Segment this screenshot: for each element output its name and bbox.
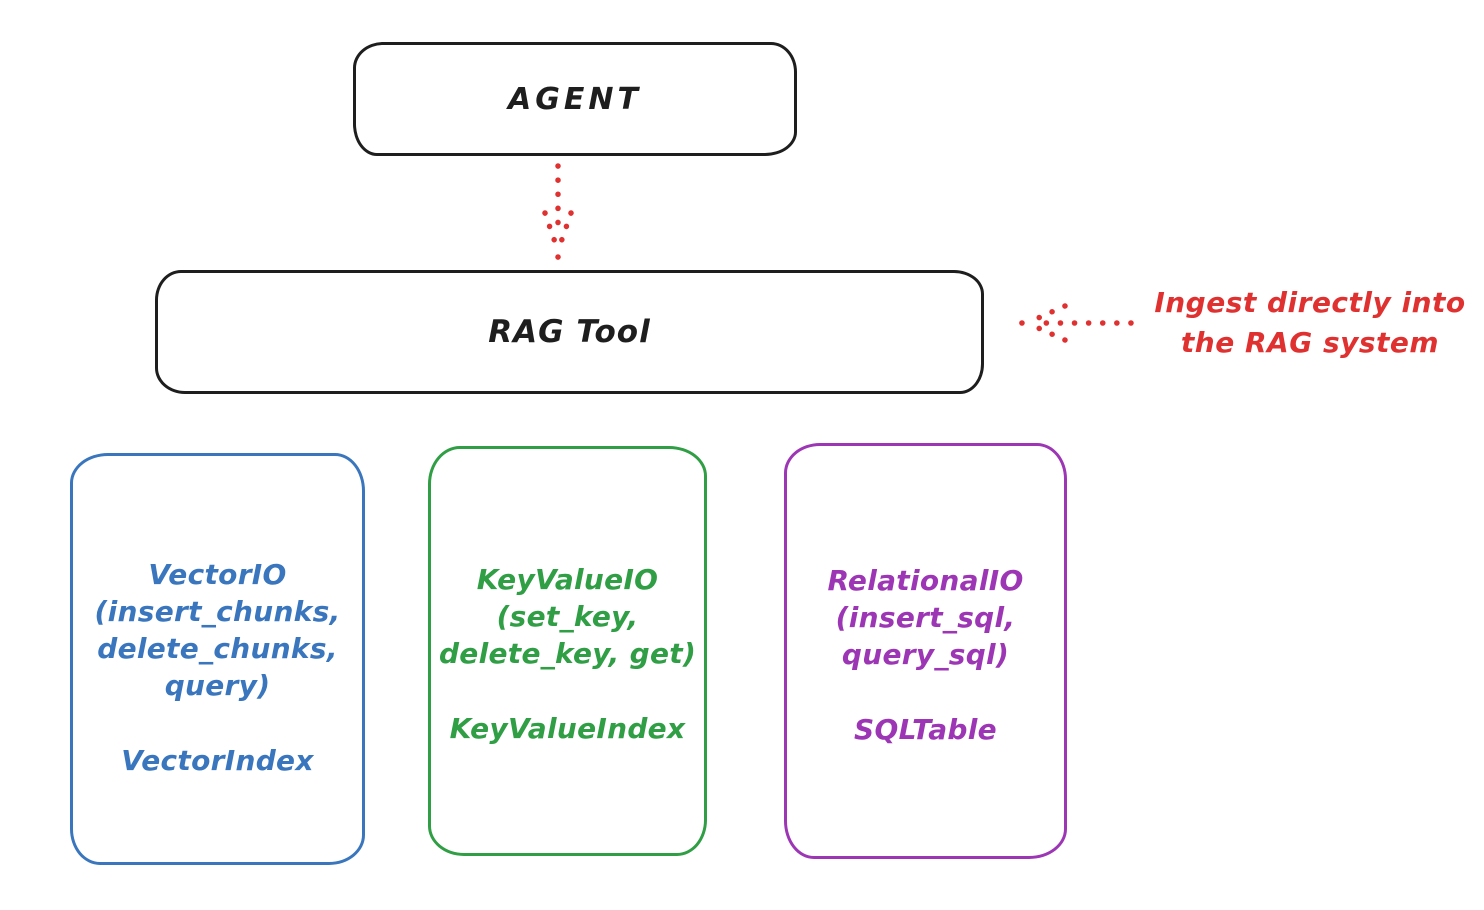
agent-to-rag-dotted-arrow-icon [542, 163, 574, 261]
relational-io-box: RelationalIO (insert_sql, query_sql) SQL… [784, 443, 1067, 859]
vector-io-box: VectorIO (insert_chunks, delete_chunks, … [70, 453, 365, 865]
relational-io-methods-line2: query_sql) [841, 638, 1010, 671]
keyvalue-io-methods-line2: delete_key, get) [438, 637, 697, 670]
relational-io-title: RelationalIO [827, 564, 1024, 597]
ingest-annotation-line1: Ingest directly into [1154, 286, 1466, 319]
sql-table-label: SQLTable [854, 713, 997, 746]
keyvalue-io-box: KeyValueIO (set_key, delete_key, get) Ke… [428, 446, 707, 856]
vector-index-label: VectorIndex [121, 744, 314, 777]
ingest-annotation-line2: the RAG system [1180, 326, 1440, 359]
relational-io-methods-line1: (insert_sql, [835, 601, 1016, 634]
vector-io-methods-line2: delete_chunks, [97, 632, 338, 665]
keyvalue-io-title: KeyValueIO [476, 563, 659, 596]
vector-io-methods-line3: query) [164, 669, 271, 702]
vector-io-title: VectorIO [148, 558, 287, 591]
agent-label: AGENT [508, 81, 642, 117]
ingest-annotation: Ingest directly into the RAG system [1140, 283, 1480, 363]
vector-io-methods-line1: (insert_chunks, [94, 595, 341, 628]
rag-tool-box: RAG Tool [155, 270, 984, 394]
agent-box: AGENT [353, 42, 797, 156]
keyvalue-index-label: KeyValueIndex [449, 712, 686, 745]
keyvalue-io-methods-line1: (set_key, [496, 600, 639, 633]
annotation-to-rag-dotted-arrow-icon [1018, 303, 1134, 343]
rag-tool-label: RAG Tool [488, 314, 651, 350]
